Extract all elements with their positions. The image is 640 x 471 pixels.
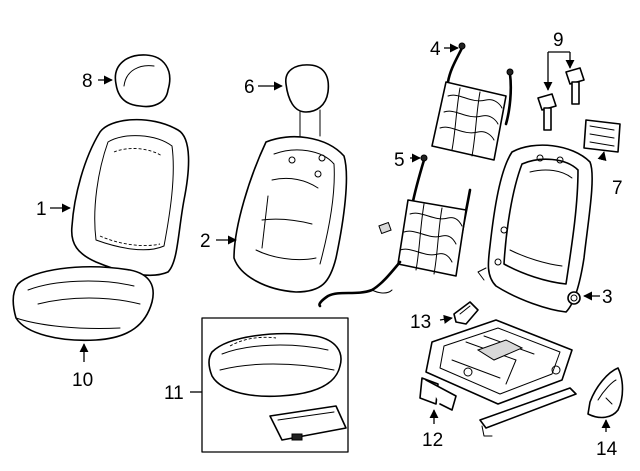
part-8-headrest[interactable] xyxy=(114,54,171,108)
part-2-seat-back-pad[interactable] xyxy=(233,136,348,293)
callout-12: 12 xyxy=(422,430,443,451)
callout-9: 9 xyxy=(553,30,564,51)
callout-6: 6 xyxy=(244,77,255,98)
callout-1: 1 xyxy=(36,199,47,220)
callout-4: 4 xyxy=(430,39,441,60)
callout-7: 7 xyxy=(612,178,623,199)
part-3-seat-back-frame[interactable] xyxy=(477,144,593,313)
part-9-bolts[interactable] xyxy=(537,51,585,131)
callout-13: 13 xyxy=(410,312,431,333)
part-1-seat-back-cover[interactable] xyxy=(70,118,190,276)
leader-lines xyxy=(50,43,611,432)
callout-2: 2 xyxy=(200,231,211,252)
part-7-bracket[interactable] xyxy=(583,119,621,162)
part-4-back-support-mat[interactable] xyxy=(431,42,514,161)
part-14-side-shield[interactable] xyxy=(587,367,624,419)
callout-3: 3 xyxy=(602,287,613,308)
callout-14: 14 xyxy=(596,439,618,460)
callout-5: 5 xyxy=(394,150,405,171)
callout-11: 11 xyxy=(164,383,184,404)
part-11-cushion-pad-group[interactable] xyxy=(201,317,349,453)
part-5-lumbar-support[interactable] xyxy=(318,154,472,308)
part-6-headrest[interactable] xyxy=(285,64,330,137)
callout-8: 8 xyxy=(82,71,93,92)
part-13-trim-piece[interactable] xyxy=(453,301,479,325)
part-10-seat-cushion-cover[interactable] xyxy=(12,266,154,342)
part-12-seat-track[interactable] xyxy=(419,319,577,437)
callout-labels: 1 2 3 4 5 6 7 8 9 10 11 12 13 14 xyxy=(36,30,623,460)
callout-10: 10 xyxy=(72,370,93,391)
